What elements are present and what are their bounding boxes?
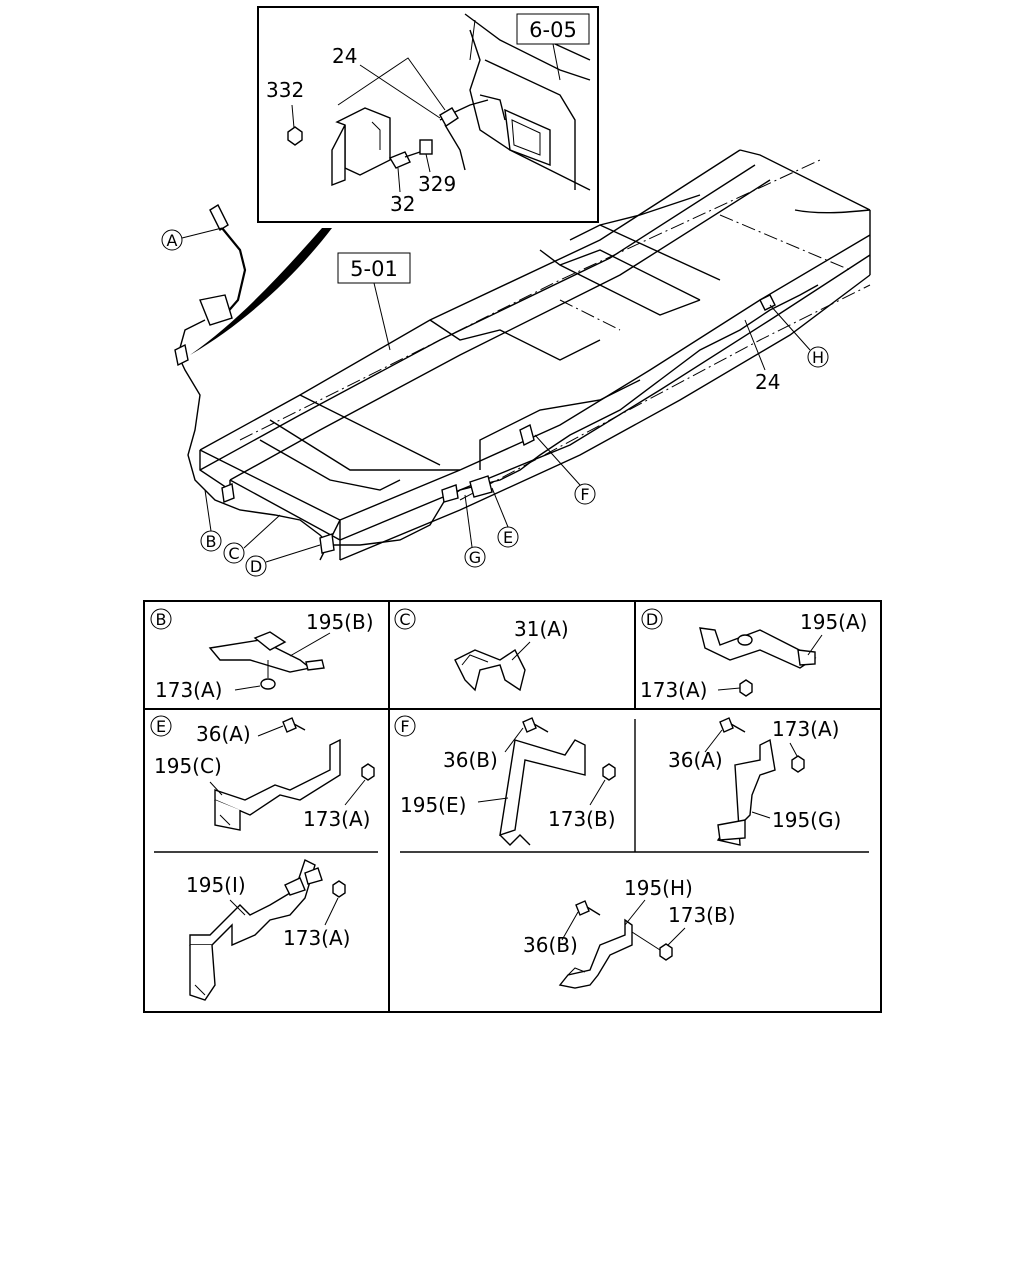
svg-text:D: D bbox=[646, 610, 658, 629]
detail-b-nut-label: 173(A) bbox=[155, 678, 222, 702]
svg-text:C: C bbox=[399, 610, 410, 629]
inset-label-329: 329 bbox=[418, 172, 456, 196]
detail-d: D 195(A) 173(A) bbox=[640, 608, 867, 702]
inset-reference-label: 6-05 bbox=[529, 18, 577, 42]
detail-h-bracket-label: 195(H) bbox=[624, 876, 693, 900]
detail-b-bracket-label: 195(B) bbox=[306, 610, 374, 634]
detail-e-nut-label: 173(A) bbox=[303, 807, 370, 831]
detail-e-bolt-label: 36(A) bbox=[196, 722, 251, 746]
detail-g-nut-label: 173(A) bbox=[772, 717, 839, 741]
frame-reference-label: 5-01 bbox=[350, 257, 398, 281]
svg-text:H: H bbox=[812, 348, 824, 367]
cab-wedge-shape bbox=[190, 228, 332, 355]
svg-text:G: G bbox=[469, 548, 481, 567]
detail-i-bracket-label: 195(I) bbox=[186, 873, 246, 897]
svg-text:C: C bbox=[228, 544, 239, 563]
svg-text:F: F bbox=[400, 717, 409, 736]
svg-text:B: B bbox=[156, 610, 167, 629]
callout-c: C bbox=[223, 514, 281, 564]
callout-h: H bbox=[769, 304, 829, 368]
detail-c-clip-label: 31(A) bbox=[514, 617, 569, 641]
detail-grid bbox=[143, 600, 882, 1013]
svg-text:A: A bbox=[167, 231, 178, 250]
inset-label-32: 32 bbox=[390, 192, 415, 216]
svg-text:D: D bbox=[250, 557, 262, 576]
detail-f: F 36(B) 195(E) 173(B) bbox=[394, 715, 616, 846]
inset-panel: 6-05 24 332 32 329 bbox=[257, 6, 599, 223]
svg-text:E: E bbox=[156, 717, 166, 736]
chassis-frame: 5-01 bbox=[199, 149, 871, 561]
callout-a: A bbox=[161, 227, 223, 251]
callout-f: F bbox=[534, 434, 596, 505]
main-label-24: 24 bbox=[755, 370, 780, 394]
detail-e: E 36(A) 195(C) 173(A) bbox=[150, 715, 375, 831]
detail-g-bolt-label: 36(A) bbox=[668, 748, 723, 772]
detail-g: 36(A) 173(A) 195(G) bbox=[668, 717, 841, 846]
detail-f-nut-label: 173(B) bbox=[548, 807, 616, 831]
detail-h-bolt-label: 36(B) bbox=[523, 933, 578, 957]
detail-g-bracket-label: 195(G) bbox=[772, 808, 841, 832]
detail-f-bracket-label: 195(E) bbox=[400, 793, 466, 817]
callout-g: G bbox=[464, 494, 486, 568]
detail-b: B 195(B) 173(A) bbox=[150, 608, 374, 702]
brake-cable bbox=[174, 203, 819, 554]
detail-i: 195(I) 173(A) bbox=[186, 859, 350, 1001]
detail-e-bracket-label: 195(C) bbox=[154, 754, 222, 778]
inset-label-332: 332 bbox=[266, 78, 304, 102]
callout-e: E bbox=[491, 487, 519, 548]
detail-h: 195(H) 173(B) 36(B) bbox=[523, 876, 736, 989]
svg-text:B: B bbox=[206, 532, 217, 551]
svg-text:E: E bbox=[503, 528, 513, 547]
inset-label-24: 24 bbox=[332, 44, 357, 68]
detail-d-nut-label: 173(A) bbox=[640, 678, 707, 702]
callout-d: D bbox=[245, 544, 321, 577]
detail-f-bolt-label: 36(B) bbox=[443, 748, 498, 772]
svg-text:F: F bbox=[580, 485, 589, 504]
detail-h-nut-label: 173(B) bbox=[668, 903, 736, 927]
callout-b: B bbox=[200, 489, 222, 552]
detail-i-nut-label: 173(A) bbox=[283, 926, 350, 950]
detail-d-bracket-label: 195(A) bbox=[800, 610, 867, 634]
detail-c: C 31(A) bbox=[394, 608, 569, 692]
